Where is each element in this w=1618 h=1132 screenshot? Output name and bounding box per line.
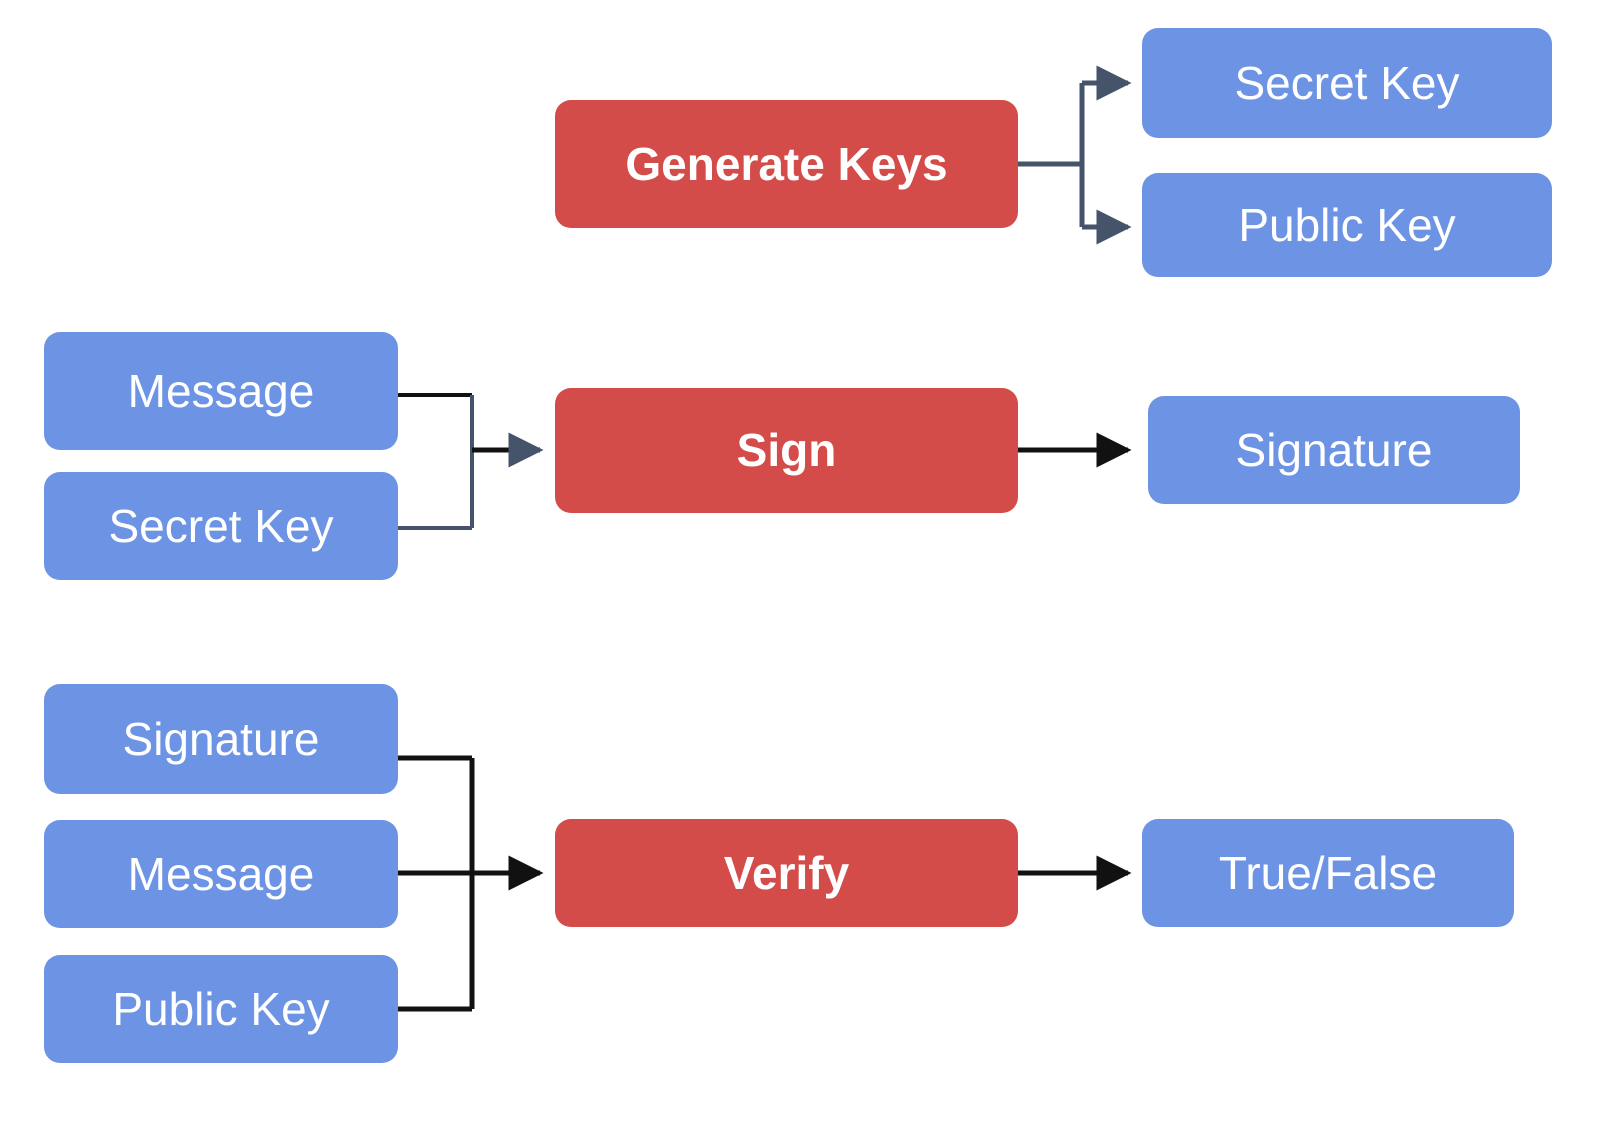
- data-node-sign-input-message[interactable]: Message: [44, 332, 398, 450]
- data-node-verify-input-message[interactable]: Message: [44, 820, 398, 928]
- data-node-verify-input-public-key[interactable]: Public Key: [44, 955, 398, 1063]
- process-node-generate-keys[interactable]: Generate Keys: [555, 100, 1018, 228]
- data-node-signature-output[interactable]: Signature: [1148, 396, 1520, 504]
- process-node-verify[interactable]: Verify: [555, 819, 1018, 927]
- process-node-sign[interactable]: Sign: [555, 388, 1018, 513]
- data-node-verify-input-public-key-label: Public Key: [112, 982, 330, 1035]
- data-node-signature-output-label: Signature: [1235, 423, 1433, 476]
- data-node-secret-key-output-label: Secret Key: [1234, 56, 1460, 109]
- edge-generate-keys-to-keys: [1018, 65, 1132, 245]
- data-node-secret-key-output[interactable]: Secret Key: [1142, 28, 1552, 138]
- process-node-sign-label: Sign: [736, 424, 837, 477]
- data-node-verify-input-signature[interactable]: Signature: [44, 684, 398, 794]
- data-node-sign-input-message-label: Message: [127, 364, 315, 417]
- process-node-verify-label: Verify: [723, 846, 850, 899]
- data-node-sign-input-secret-key[interactable]: Secret Key: [44, 472, 398, 580]
- data-node-verify-input-message-label: Message: [127, 847, 315, 900]
- data-node-true-false-output-label: True/False: [1218, 846, 1438, 899]
- data-node-sign-input-secret-key-label: Secret Key: [108, 499, 334, 552]
- edge-sign-inputs: [398, 393, 544, 530]
- process-node-generate-keys-label: Generate Keys: [625, 137, 948, 190]
- edge-verify-inputs: [398, 755, 544, 1012]
- data-node-public-key-output-label: Public Key: [1238, 198, 1456, 251]
- data-node-true-false-output[interactable]: True/False: [1142, 819, 1514, 927]
- data-node-verify-input-signature-label: Signature: [122, 712, 320, 765]
- data-node-public-key-output[interactable]: Public Key: [1142, 173, 1552, 277]
